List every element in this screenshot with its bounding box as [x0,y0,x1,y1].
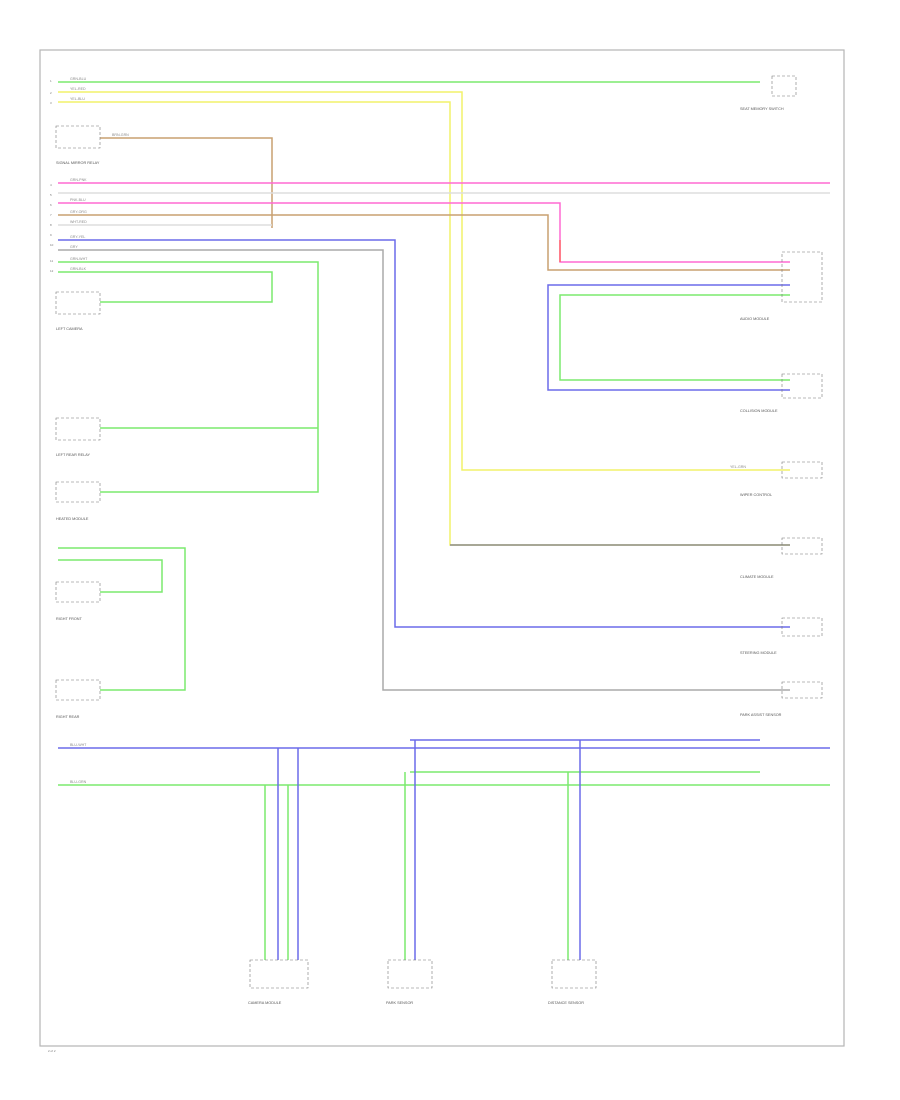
sw-signal-mirror [55,125,101,149]
wire-green-mod [559,294,790,381]
sw-left-cam [55,291,101,315]
pin-1: 1 [50,79,52,83]
conn-bottom-mid [387,959,433,989]
cap-top-right: SEAT MEMORY SWITCH [740,107,784,111]
cap-park: PARK ASSIST SENSOR [740,713,782,717]
pin-4: 4 [50,183,52,187]
cap-bottom-mid: PARK SENSOR [386,1001,413,1005]
pin-6: 6 [50,203,52,207]
label-yel-blu: YEL-BLU [70,97,85,101]
cap-left-rear: LEFT REAR RELAY [56,453,91,457]
wire-green-l2 [58,271,273,303]
conn-wiper [781,461,823,479]
cap-right-front: RIGHT FRONT [56,617,83,621]
conn-top-right [771,75,797,97]
label-blu-wht: BLU-WHT [70,743,87,747]
left-connector: 1 2 3 4 5 6 7 8 9 10 11 12 [50,79,54,273]
cap-heated: HEATED MODULE [56,517,89,521]
conn-audio [781,251,823,303]
label-pnk-blu: PNK-BLU [70,198,86,202]
wire-green-r1 [58,547,186,691]
wire-yellow-1 [58,91,790,471]
label-grn-blk: GRN-BLK [70,267,87,271]
label-gry-yel: GRY-YEL [70,235,85,239]
label-grn-pnk: GRN-PNK [70,178,87,182]
conn-steering [781,617,823,637]
wire-blue-mod [547,284,790,391]
conn-collision [781,373,823,399]
wire-brown-2 [58,214,790,271]
label-grn-blu: GRN-BLU [70,77,87,81]
sw-right-front [55,581,101,603]
conn-bottom-left [249,959,309,989]
sw-right-rear [55,679,101,701]
pin-10: 10 [50,243,54,247]
conn-bottom-right [551,959,597,989]
cap-wiper: WIPER CONTROL [740,493,772,497]
wire-pink-2 [58,202,790,263]
cap-bottom-left: CAMERA MODULE [248,1001,282,1005]
conn-climate [781,537,823,555]
cap-audio: AUDIO MODULE [740,317,770,321]
cap-collision: COLLISION MODULE [740,409,778,413]
pin-3: 3 [50,101,52,105]
cap-right-rear: RIGHT REAR [56,715,80,719]
sw-left-rear [55,417,101,441]
cap-left-cam: LEFT CAMERA [56,327,83,331]
label-grn-wht: GRN-WHT [70,257,88,261]
label-yel-red: YEL-RED [70,87,86,91]
label-brn-grn: BRN-GRN [112,133,129,137]
label-wht-red: WHT-RED [70,220,87,224]
pin-9: 9 [50,233,52,237]
wire-brown [100,137,273,228]
pin-12: 12 [50,269,54,273]
label-gry-org: GRY-ORG [70,210,87,214]
wire-blue-long [58,239,790,628]
wire-green-l1 [58,261,319,493]
conn-park [781,681,823,699]
cap-steering: STEERING MODULE [740,651,777,655]
label-gry: GRY [70,245,78,249]
pin-2: 2 [50,91,52,95]
page-id: 2 of 2 [48,1049,56,1053]
label-blu-grn: BLU-GRN [70,780,87,784]
wire-gray-long [58,249,790,691]
wire-green-r2 [58,559,163,593]
pin-11: 11 [50,259,53,263]
sw-heated [55,481,101,503]
pin-7: 7 [50,213,52,217]
pin-5: 5 [50,193,52,197]
label-yel-grn: YEL-GRN [730,465,746,469]
cap-climate: CLIMATE MODULE [740,575,774,579]
pin-8: 8 [50,223,52,227]
cap-signal-mirror: SIGNAL MIRROR RELAY [56,161,100,165]
cap-bottom-right: DISTANCE SENSOR [548,1001,584,1005]
